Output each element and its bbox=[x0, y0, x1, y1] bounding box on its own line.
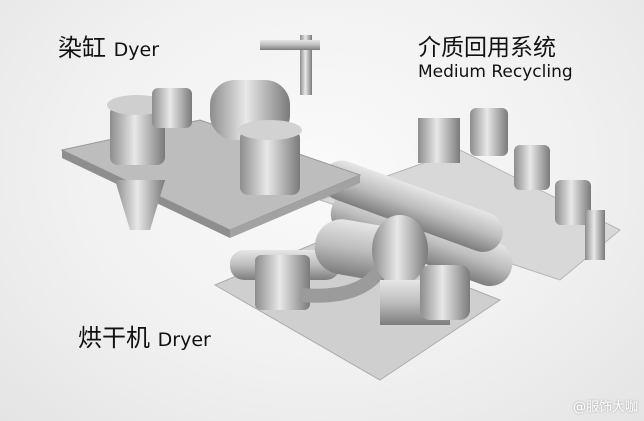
dyer-label-zh: 染缸 bbox=[58, 34, 106, 62]
dryer-label: 烘干机 Dryer bbox=[78, 318, 211, 353]
dryer-label-zh: 烘干机 bbox=[78, 324, 150, 352]
dryer-unit bbox=[230, 215, 470, 325]
watermark: @服饰大咖 bbox=[572, 400, 638, 415]
recycling-tanks bbox=[418, 108, 605, 260]
medium-recycling-label-en: Medium Recycling bbox=[418, 62, 573, 82]
dyer-label: 染缸 Dyer bbox=[58, 28, 159, 63]
dryer-label-en: Dryer bbox=[157, 329, 211, 351]
dyer-vessels bbox=[107, 35, 320, 230]
dyer-label-en: Dyer bbox=[113, 39, 160, 61]
medium-recycling-label-zh: 介质回用系统 bbox=[418, 35, 556, 61]
